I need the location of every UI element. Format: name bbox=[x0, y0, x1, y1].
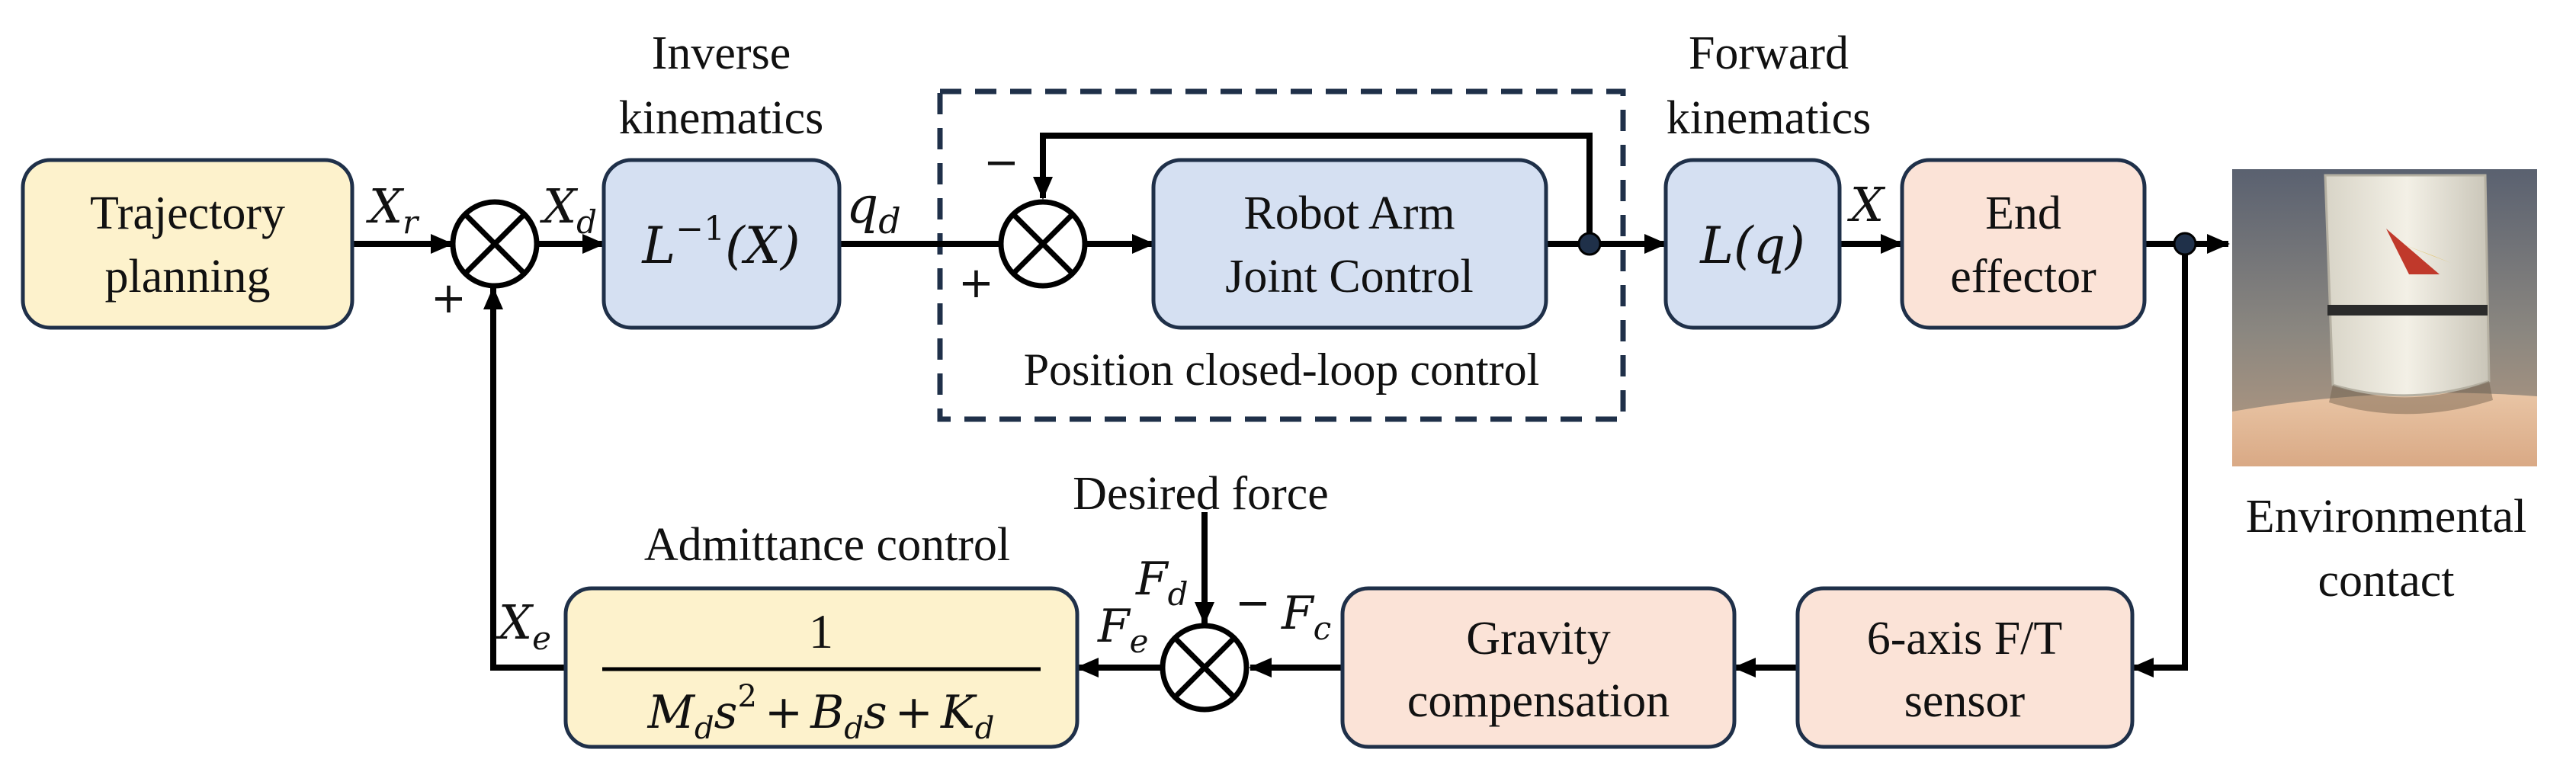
forward-kinematics-function: L(q) bbox=[1699, 216, 1805, 275]
forward-kinematics-title-line1: Forward bbox=[1689, 27, 1849, 79]
admittance-numerator: 1 bbox=[809, 604, 833, 658]
signal-Xd: Xd bbox=[540, 178, 597, 241]
summing-junction-3 bbox=[1160, 623, 1250, 713]
signal-X: X bbox=[1847, 177, 1886, 232]
line-admittance-to-sum1 bbox=[483, 287, 566, 671]
environment-contact-photo bbox=[2232, 169, 2537, 466]
trajectory-planning-block: Trajectory planning bbox=[21, 158, 354, 330]
end-effector-line1: End bbox=[1985, 187, 2061, 239]
robot-arm-line2: Joint Control bbox=[1225, 251, 1474, 303]
junction-dot-inner-loop bbox=[1577, 232, 1602, 256]
sign-plus-sum2: + bbox=[958, 258, 994, 308]
inverse-kinematics-title-line1: Inverse bbox=[652, 27, 791, 79]
ft-sensor-line2: sensor bbox=[1904, 675, 2026, 727]
signal-Fe: Fe bbox=[1097, 600, 1149, 660]
inverse-kinematics-block: L−1(X) bbox=[601, 158, 842, 330]
inverse-kinematics-title-line2: kinematics bbox=[619, 92, 824, 144]
signal-Fd: Fd bbox=[1135, 553, 1189, 613]
forward-kinematics-block: L(q) bbox=[1663, 158, 1842, 330]
ft-sensor-block: 6-axis F/T sensor bbox=[1795, 586, 2135, 749]
signal-qd: qd bbox=[846, 176, 901, 242]
sign-minus-sum3: − bbox=[1235, 578, 1271, 628]
end-effector-line2: effector bbox=[1950, 251, 2096, 303]
gravity-compensation-block: Gravity compensation bbox=[1340, 586, 1737, 749]
sign-minus-sum2: − bbox=[983, 138, 1019, 187]
signal-Xe: Xe bbox=[496, 594, 551, 657]
signal-Fc: Fc bbox=[1281, 587, 1331, 647]
robot-arm-line1: Robot Arm bbox=[1243, 187, 1455, 239]
summing-junction-2 bbox=[998, 199, 1088, 289]
admittance-control-title: Admittance control bbox=[644, 519, 1010, 571]
environment-caption-line2: contact bbox=[2318, 555, 2454, 607]
line-inner-feedback bbox=[1033, 133, 1593, 244]
connection-lines bbox=[352, 133, 2230, 678]
gravity-line2: compensation bbox=[1407, 675, 1670, 727]
desired-force-label: Desired force bbox=[1073, 468, 1329, 520]
junction-dot-output bbox=[2173, 232, 2197, 256]
admittance-control-block: 1 Mds2+Bds+Kd bbox=[563, 586, 1079, 749]
robot-arm-joint-control-block: Robot Arm Joint Control bbox=[1151, 158, 1548, 330]
trajectory-line1: Trajectory bbox=[90, 187, 285, 239]
environment-caption-line1: Environmental bbox=[2246, 491, 2526, 543]
end-effector-block: End effector bbox=[1900, 158, 2147, 330]
summing-junction-1 bbox=[450, 199, 540, 289]
sign-plus-sum1: + bbox=[431, 274, 467, 323]
admittance-denominator: Mds2+Bds+Kd bbox=[647, 679, 995, 746]
position-loop-caption: Position closed-loop control bbox=[1024, 344, 1540, 395]
signal-Xr: Xr bbox=[366, 178, 420, 241]
ft-sensor-line1: 6-axis F/T bbox=[1867, 613, 2063, 665]
forward-kinematics-title-line2: kinematics bbox=[1667, 92, 1872, 144]
inverse-kinematics-function: L−1(X) bbox=[641, 210, 800, 275]
gravity-line1: Gravity bbox=[1466, 613, 1610, 665]
position-loop-dashed-frame bbox=[937, 88, 1626, 422]
trajectory-line2: planning bbox=[105, 251, 271, 303]
line-to-ft-sensor bbox=[2131, 244, 2188, 678]
